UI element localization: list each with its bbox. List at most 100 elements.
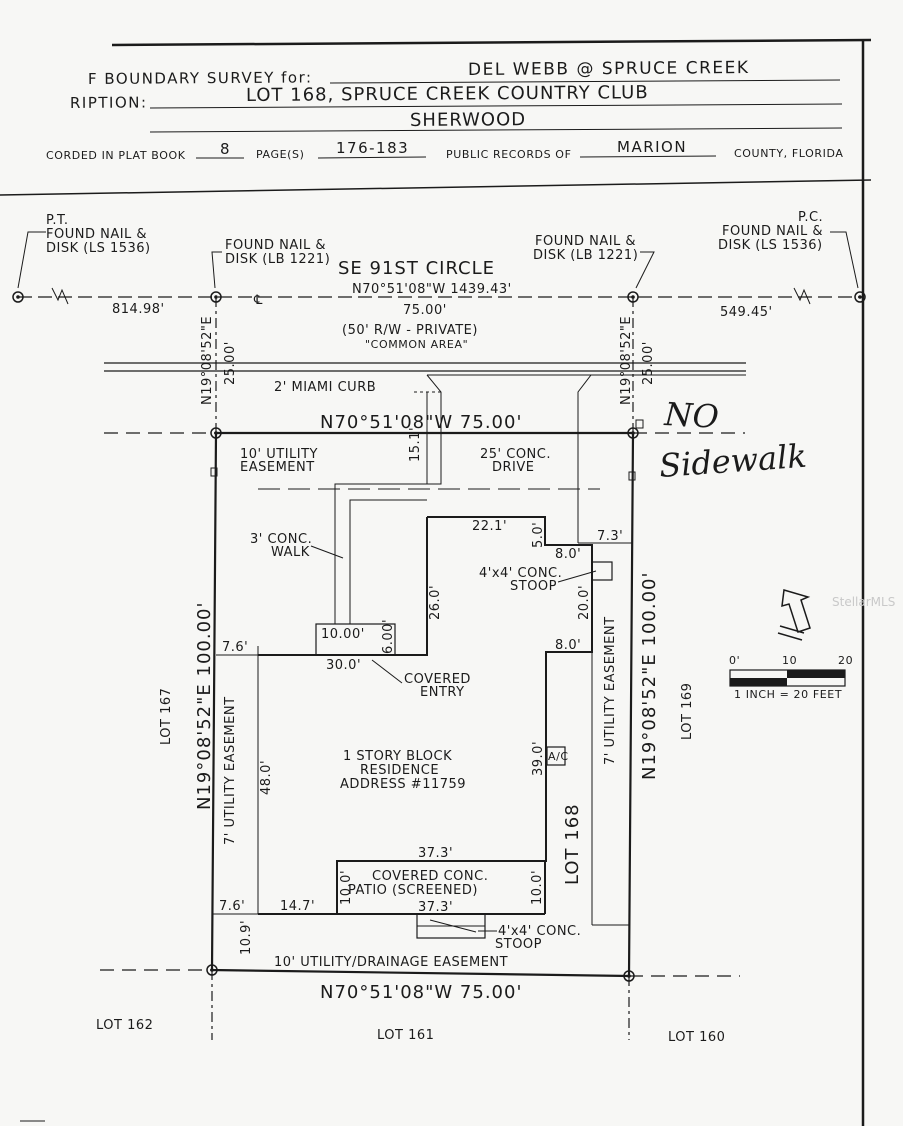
- miami-curb: 2' MIAMI CURB: [274, 380, 376, 395]
- front-stoop-label-1: 4'x4' CONC.: [479, 566, 562, 581]
- monument-pt: [12, 291, 24, 303]
- plat-book-value: 8: [220, 140, 231, 158]
- north-arrow-icon: [777, 589, 811, 641]
- county-label: COUNTY, FLORIDA: [734, 147, 843, 160]
- watermark: StellarMLS: [832, 595, 895, 609]
- residence-label-2: RESIDENCE: [360, 763, 439, 778]
- patio-label-2: PATIO (SCREENED): [348, 883, 478, 898]
- dim-6-00: 6.00': [381, 619, 396, 654]
- covered-entry-label-1: COVERED: [404, 672, 471, 687]
- corner-nw: [210, 427, 222, 439]
- rear-stoop-label-2: STOOP: [495, 937, 542, 952]
- dim-10-0-right: 10.0': [530, 870, 545, 905]
- plat-book-label: CORDED IN PLAT BOOK: [46, 149, 186, 162]
- dim-7-6-top: 7.6': [222, 640, 248, 655]
- description-line2: SHERWOOD: [410, 109, 526, 131]
- scale-bar: 0' 10 20 1 INCH = 20 FEET: [729, 654, 853, 701]
- front-util-1: 10' UTILITY: [240, 447, 318, 462]
- pt-found: FOUND NAIL &: [46, 227, 147, 242]
- pages-value: 176-183: [336, 139, 409, 157]
- easements: 10' UTILITY EASEMENT 7' UTILITY EASEMENT…: [223, 447, 629, 970]
- residence-label-1: 1 STORY BLOCK: [343, 749, 452, 764]
- pt-label: P.T.: [46, 213, 68, 228]
- drive-and-walk: [334, 374, 746, 624]
- scale-caption: 1 INCH = 20 FEET: [734, 688, 842, 701]
- handwritten-no: NO: [663, 395, 720, 436]
- county-value: MARION: [617, 138, 687, 156]
- rear-stoop-label-1: 4'x4' CONC.: [498, 924, 581, 939]
- patio-label-1: COVERED CONC.: [372, 869, 488, 884]
- dim-20-0: 20.0': [577, 585, 592, 620]
- scale-10: 10: [782, 654, 797, 667]
- corner-ne: [627, 427, 639, 439]
- dim-39-0: 39.0': [531, 741, 546, 776]
- dim-10-00: 10.00': [321, 627, 365, 642]
- corner-sw: [206, 964, 218, 976]
- pc-found: FOUND NAIL &: [722, 224, 823, 239]
- dim-7-3: 7.3': [597, 529, 623, 544]
- right-tie-dist: 25.00': [641, 341, 656, 385]
- front-line-label: N70°51'08"W 75.00': [320, 412, 522, 433]
- left-line-label: N19°08'52"E 100.00': [194, 602, 215, 810]
- street-section: P.T. FOUND NAIL & DISK (LS 1536) FOUND N…: [12, 210, 866, 405]
- dim-22-1: 22.1': [472, 519, 507, 534]
- rear-line-label: N70°51'08"W 75.00': [320, 982, 522, 1003]
- lot-161-label: LOT 161: [377, 1028, 434, 1043]
- dist-left: 814.98': [112, 302, 165, 317]
- dim-10-9: 10.9': [239, 920, 254, 955]
- covered-entry-label-2: ENTRY: [420, 685, 465, 700]
- right-disk: DISK (LB 1221): [533, 248, 638, 263]
- page-frame: [0, 38, 872, 1126]
- pt-disk: DISK (LS 1536): [46, 241, 151, 256]
- survey-for-value: DEL WEBB @ SPRUCE CREEK: [468, 58, 750, 80]
- handwritten-note: NO Sidewalk: [658, 395, 808, 485]
- description-line1: LOT 168, SPRUCE CREEK COUNTRY CLUB: [246, 82, 649, 106]
- dist-right: 549.45': [720, 305, 773, 320]
- dim-15-1: 15.1': [408, 427, 423, 462]
- street-frontage: 75.00': [403, 303, 447, 318]
- description-label: RIPTION:: [70, 93, 148, 112]
- street-name: SE 91ST CIRCLE: [338, 258, 495, 279]
- dim-5-0: 5.0': [531, 522, 546, 548]
- lot-162-label: LOT 162: [96, 1018, 153, 1033]
- right-found: FOUND NAIL &: [535, 234, 636, 249]
- dimension-labels: 15.1' 22.1' 5.0' 7.3' 8.0' 26.0' 20.0' 1…: [212, 427, 633, 955]
- lot-boundary: N70°51'08"W 75.00' N70°51'08"W 75.00' N1…: [96, 297, 745, 1045]
- right-util-easement: 7' UTILITY EASEMENT: [603, 616, 618, 765]
- dim-8-0-top: 8.0': [555, 547, 581, 562]
- lot-169-label: LOT 169: [680, 683, 695, 740]
- pages-label: PAGE(S): [256, 148, 305, 161]
- lot-160-label: LOT 160: [668, 1030, 725, 1045]
- scale-0: 0': [729, 654, 740, 667]
- front-util-2: EASEMENT: [240, 460, 315, 475]
- walk-label-2: WALK: [271, 545, 310, 560]
- scale-20: 20: [838, 654, 853, 667]
- right-tie-bearing: N19°08'52"E: [619, 316, 634, 405]
- public-records-label: PUBLIC RECORDS OF: [446, 148, 572, 161]
- pc-disk: DISK (LS 1536): [718, 238, 823, 253]
- corner-se: [623, 970, 635, 982]
- drive-label-1: 25' CONC.: [480, 447, 551, 462]
- right-line-label: N19°08'52"E 100.00': [639, 572, 660, 780]
- right-of-way: (50' R/W - PRIVATE): [342, 323, 478, 338]
- dim-7-6-bottom: 7.6': [219, 899, 245, 914]
- residence-footprint: [258, 516, 613, 939]
- common-area: "COMMON AREA": [365, 338, 468, 351]
- dim-37-3-top: 37.3': [418, 846, 453, 861]
- dim-48-0: 48.0': [259, 760, 274, 795]
- handwritten-sidewalk: Sidewalk: [658, 437, 808, 485]
- dim-37-3-bottom: 37.3': [418, 900, 453, 915]
- left-found: FOUND NAIL &: [225, 238, 326, 253]
- lot-167-label: LOT 167: [159, 688, 174, 745]
- left-tie-bearing: N19°08'52"E: [200, 316, 215, 405]
- dim-30-0: 30.0': [326, 658, 361, 673]
- dim-14-7: 14.7': [280, 899, 315, 914]
- pc-label: P.C.: [798, 210, 823, 225]
- rear-util-easement: 10' UTILITY/DRAINAGE EASEMENT: [274, 955, 508, 970]
- front-stoop-label-2: STOOP: [510, 579, 557, 594]
- walk-label-1: 3' CONC.: [250, 532, 312, 547]
- left-util-easement: 7' UTILITY EASEMENT: [223, 696, 238, 845]
- street-bearing: N70°51'08"W 1439.43': [352, 282, 512, 297]
- survey-for-label: F BOUNDARY SURVEY for:: [88, 68, 313, 88]
